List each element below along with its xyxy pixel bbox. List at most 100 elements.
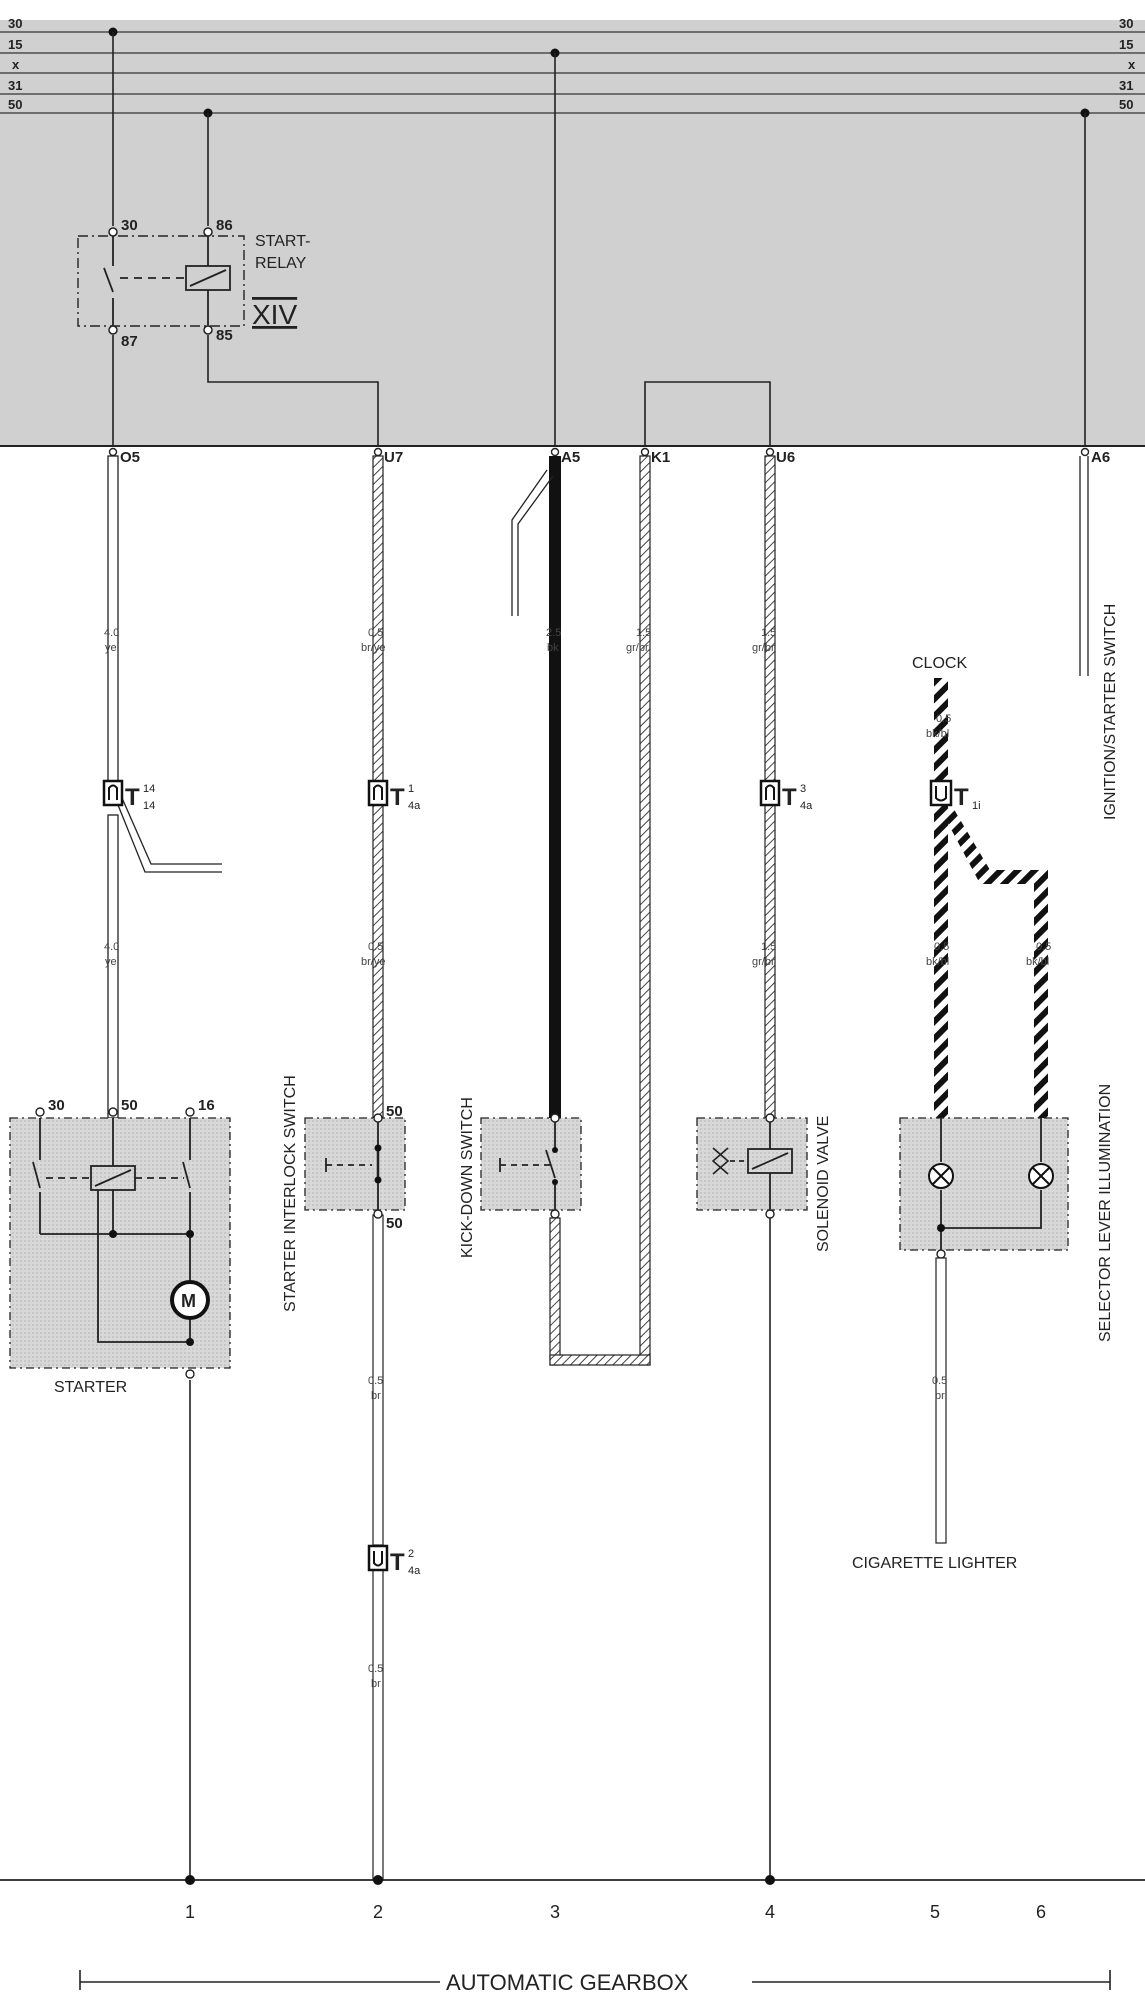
central-electrics-area <box>0 20 1145 446</box>
start-relay-label-2: RELAY <box>255 255 307 272</box>
ignition-label: IGNITION/STARTER SWITCH <box>1102 604 1119 820</box>
starter-unit <box>9 1107 231 1379</box>
starter-pin-30: 30 <box>48 1097 65 1114</box>
plug-t4a3-icon <box>759 779 781 807</box>
starter-motor-symbol: M <box>181 1291 196 1311</box>
internal-wiring <box>112 32 1086 446</box>
selector-lever-illumination <box>899 1117 1069 1259</box>
plug-t1i-icon <box>929 779 953 807</box>
clock-label: CLOCK <box>912 655 967 672</box>
start-relay-label-1: START- <box>255 233 310 250</box>
wire-color-col4-mid: gr/br <box>752 956 775 968</box>
plug-t4a3-sub: 4a <box>800 800 813 812</box>
rail-label-15-left: 15 <box>8 37 22 52</box>
wire-color-col2-low1: br <box>371 1390 381 1402</box>
wire-color-clock: bk/bl <box>926 728 949 740</box>
rail-label-30-right: 30 <box>1119 16 1133 31</box>
wire-color-col6-mid: bk/bl <box>1026 956 1049 968</box>
connector-u6: U6 <box>776 449 795 466</box>
rail-label-31-right: 31 <box>1119 78 1133 93</box>
wire-color-col2-mid: br/ye <box>361 956 385 968</box>
wire-color-col5-low: br <box>935 1390 945 1402</box>
interlock-label: STARTER INTERLOCK SWITCH <box>282 1075 299 1312</box>
starter-pin-16: 16 <box>198 1097 215 1114</box>
start-relay-roman-numeral: XIV <box>252 299 297 330</box>
wire-column-3 <box>511 456 561 1118</box>
wire-size-clock: 0.5 <box>936 713 951 725</box>
position-6: 6 <box>1036 1902 1046 1922</box>
position-5: 5 <box>930 1902 940 1922</box>
plug-t14-sup: 14 <box>143 783 155 795</box>
wire-size-col3: 2.5 <box>546 627 561 639</box>
wire-color-col5-mid: bk/bl <box>926 956 949 968</box>
wire-a6 <box>1079 456 1089 676</box>
plug-t1i-main: T <box>954 784 969 811</box>
connector-u7: U7 <box>384 449 403 466</box>
position-3: 3 <box>550 1902 560 1922</box>
wire-size-col2-low1: 0.5 <box>368 1375 383 1387</box>
rail-label-x-right: x <box>1128 57 1136 72</box>
connector-a6: A6 <box>1091 449 1110 466</box>
rail-lines <box>0 31 1145 114</box>
wire-color-col1-bottom: ye <box>105 956 117 968</box>
wire-color-k1: gr/br <box>626 642 649 654</box>
plug-t14-sub: 14 <box>143 800 155 812</box>
solenoid-label: SOLENOID VALVE <box>815 1116 832 1252</box>
cigarette-lighter-label: CIGARETTE LIGHTER <box>852 1555 1017 1572</box>
rail-label-50-right: 50 <box>1119 97 1133 112</box>
interlock-pin-top: 50 <box>386 1103 403 1120</box>
wire-column-5-lower <box>935 1257 947 1544</box>
wire-size-k1: 1.5 <box>636 627 651 639</box>
wire-size-col1-top: 4.0 <box>104 627 119 639</box>
plug-t4a1-main: T <box>390 784 405 811</box>
connector-o5: O5 <box>120 449 140 466</box>
position-1: 1 <box>185 1902 195 1922</box>
kick-down-label: KICK-DOWN SWITCH <box>459 1097 476 1258</box>
starter-label: STARTER <box>54 1379 127 1396</box>
wire-size-col1-bottom: 4.0 <box>104 941 119 953</box>
wire-size-col5-low: 0.5 <box>932 1375 947 1387</box>
rail-label-x-left: x <box>12 57 20 72</box>
relay-pin-85: 85 <box>216 327 233 344</box>
plug-t14-icon <box>102 779 124 807</box>
wire-loop-k1 <box>549 455 651 1366</box>
connector-k1: K1 <box>651 449 670 466</box>
wire-color-col2-top: br/ye <box>361 642 385 654</box>
connector-dots <box>108 447 1090 457</box>
plug-t4a1-sub: 4a <box>408 800 421 812</box>
wire-color-col4-top: gr/br <box>752 642 775 654</box>
interlock-pin-bottom: 50 <box>386 1215 403 1232</box>
position-2: 2 <box>373 1902 383 1922</box>
start-relay: 30 86 87 85 START- RELAY XIV <box>77 217 310 350</box>
rail-label-30-left: 30 <box>8 16 22 31</box>
rail-label-31-left: 31 <box>8 78 22 93</box>
plug-t14-main: T <box>125 784 140 811</box>
wire-size-col6-mid: 0.5 <box>1036 941 1051 953</box>
plug-t4a2-icon <box>367 1544 389 1572</box>
relay-pin-87: 87 <box>121 333 138 350</box>
selector-label: SELECTOR LEVER ILLUMINATION <box>1097 1084 1114 1342</box>
wire-size-col4-top: 1.5 <box>761 627 776 639</box>
connector-a5: A5 <box>561 449 580 466</box>
plug-t4a1-icon <box>367 779 389 807</box>
plug-t4a2-main: T <box>390 1549 405 1576</box>
wire-column-5-6 <box>934 678 1048 1118</box>
footer-label: AUTOMATIC GEARBOX <box>446 1970 689 1993</box>
plug-t4a2-sup: 2 <box>408 1548 414 1560</box>
solenoid-valve <box>696 1113 808 1219</box>
rail-label-15-right: 15 <box>1119 37 1133 52</box>
plug-t4a1-sup: 1 <box>408 783 414 795</box>
starter-pin-50: 50 <box>121 1097 138 1114</box>
wire-size-col4-mid: 1.5 <box>761 941 776 953</box>
kick-down-switch <box>480 1113 582 1219</box>
ground-bus <box>0 1875 1145 1885</box>
plug-t4a3-sup: 3 <box>800 783 806 795</box>
position-4: 4 <box>765 1902 775 1922</box>
plug-t4a2-sub: 4a <box>408 1565 421 1577</box>
wire-color-col3: bk <box>547 642 559 654</box>
wire-size-col2-mid: 0.5 <box>368 941 383 953</box>
plug-t1i-sub: 1i <box>972 800 981 812</box>
rail-label-50-left: 50 <box>8 97 22 112</box>
wire-size-col5-mid: 0.5 <box>934 941 949 953</box>
